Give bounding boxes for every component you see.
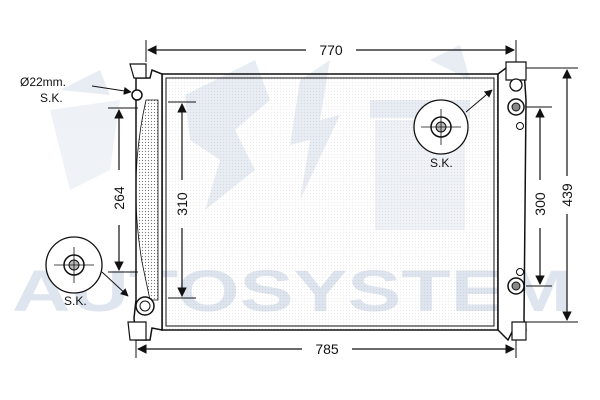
- dim-core-height: 310: [174, 192, 190, 216]
- sk-top-left-label: S.K.: [40, 91, 63, 105]
- pipe-leader-line: [91, 85, 132, 95]
- pipe-diameter-label: Ø22mm.: [20, 75, 66, 89]
- sk-lower-left-leader: [101, 271, 129, 297]
- left-bottom-bracket: [127, 321, 147, 341]
- left-tank-hatch: [135, 99, 159, 301]
- lower-pipe-connection: [135, 296, 155, 316]
- sk-right-leader: [465, 89, 493, 113]
- right-bottom-bracket: [511, 321, 527, 341]
- right-lower-plug: [516, 268, 524, 276]
- dim-left-height: 264: [111, 186, 127, 210]
- sk-right-label: S.K.: [430, 156, 453, 170]
- sk-detail-lower-left: [45, 236, 103, 294]
- sk-lower-left-label: S.K.: [64, 294, 87, 308]
- radiator-core-inner: [165, 77, 495, 327]
- right-top-fitting: [509, 78, 523, 92]
- dim-bottom-width: 785: [315, 341, 339, 357]
- dim-overall-height: 439: [559, 183, 575, 207]
- right-top-bracket: [505, 61, 527, 81]
- right-upper-plug: [516, 122, 524, 130]
- upper-pipe-connection: [131, 89, 143, 101]
- sk-detail-right: [413, 99, 469, 155]
- dim-top-width: 770: [319, 42, 343, 58]
- dim-right-height: 300: [532, 192, 548, 216]
- left-top-bracket: [129, 63, 147, 79]
